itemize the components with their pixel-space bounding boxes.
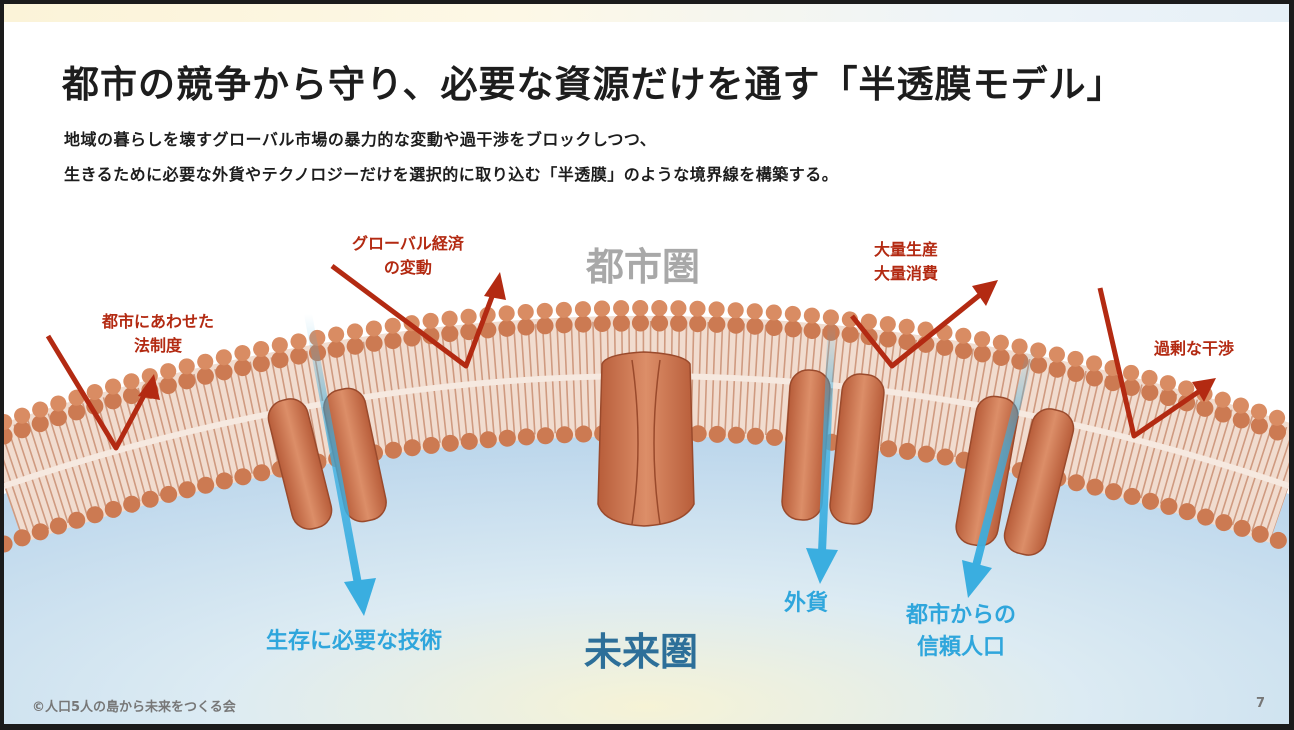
blocked-arrow-mass <box>850 280 998 369</box>
blocked-label-global-line1: グローバル経済 <box>352 234 464 253</box>
blocked-arrow-interference <box>1097 287 1216 439</box>
membrane-diagram <box>4 263 1289 724</box>
passed-label-trust: 都市からの 信頼人口 <box>906 600 1016 664</box>
blocked-label-law-line2: 法制度 <box>134 336 183 355</box>
blocked-arrow-law <box>45 334 160 451</box>
passed-arrow-trust <box>962 345 1036 598</box>
page-title: 都市の競争から守り、必要な資源だけを通す「半透膜モデル」 <box>62 63 1125 106</box>
blocked-label-law: 都市にあわせた 法制度 <box>102 310 214 358</box>
future-zone-label: 未来圏 <box>584 630 699 674</box>
page-number: 7 <box>1256 696 1266 711</box>
passed-label-currency: 外貨 <box>784 591 829 616</box>
subtitle-line-1: 地域の暮らしを壊すグローバル市場の暴力的な変動や過干渉をブロックしつつ、 <box>64 130 657 149</box>
subtitle-line-2: 生きるために必要な外貨やテクノロジーだけを選択的に取り込む「半透膜」のような境界… <box>64 165 839 184</box>
blocked-label-law-line1: 都市にあわせた <box>102 312 215 331</box>
blocked-label-global-line2: の変動 <box>383 258 432 277</box>
city-zone-label: 都市圏 <box>586 245 701 289</box>
channel-protein-4 <box>955 395 1075 556</box>
passed-label-technology: 生存に必要な技術 <box>266 629 443 654</box>
blocked-label-mass-line1: 大量生産 <box>874 240 939 259</box>
blocked-label-global: グローバル経済 の変動 <box>352 232 464 280</box>
channel-protein-3 <box>781 369 885 525</box>
lipid-heads-outer <box>4 314 1289 445</box>
channel-protein-1 <box>267 387 387 530</box>
channel-protein-2 <box>597 351 695 527</box>
blocked-label-interference: 過剰な干渉 <box>1154 339 1235 358</box>
lipid-heads-outer-top <box>4 300 1289 430</box>
blocked-arrow-global <box>330 263 506 369</box>
passed-arrow-technology <box>304 313 376 616</box>
passed-label-trust-line1: 都市からの <box>906 603 1017 628</box>
footer-credit: ©人口5人の島から未来をつくる会 <box>32 700 236 715</box>
top-gradient-band <box>4 4 1289 22</box>
blocked-label-mass: 大量生産 大量消費 <box>874 238 938 286</box>
passed-arrow-currency <box>806 317 838 584</box>
slide: 都市の競争から守り、必要な資源だけを通す「半透膜モデル」 地域の暮らしを壊すグロ… <box>4 4 1289 724</box>
passed-label-trust-line2: 信頼人口 <box>917 635 1006 660</box>
blocked-label-mass-line2: 大量消費 <box>874 264 939 283</box>
